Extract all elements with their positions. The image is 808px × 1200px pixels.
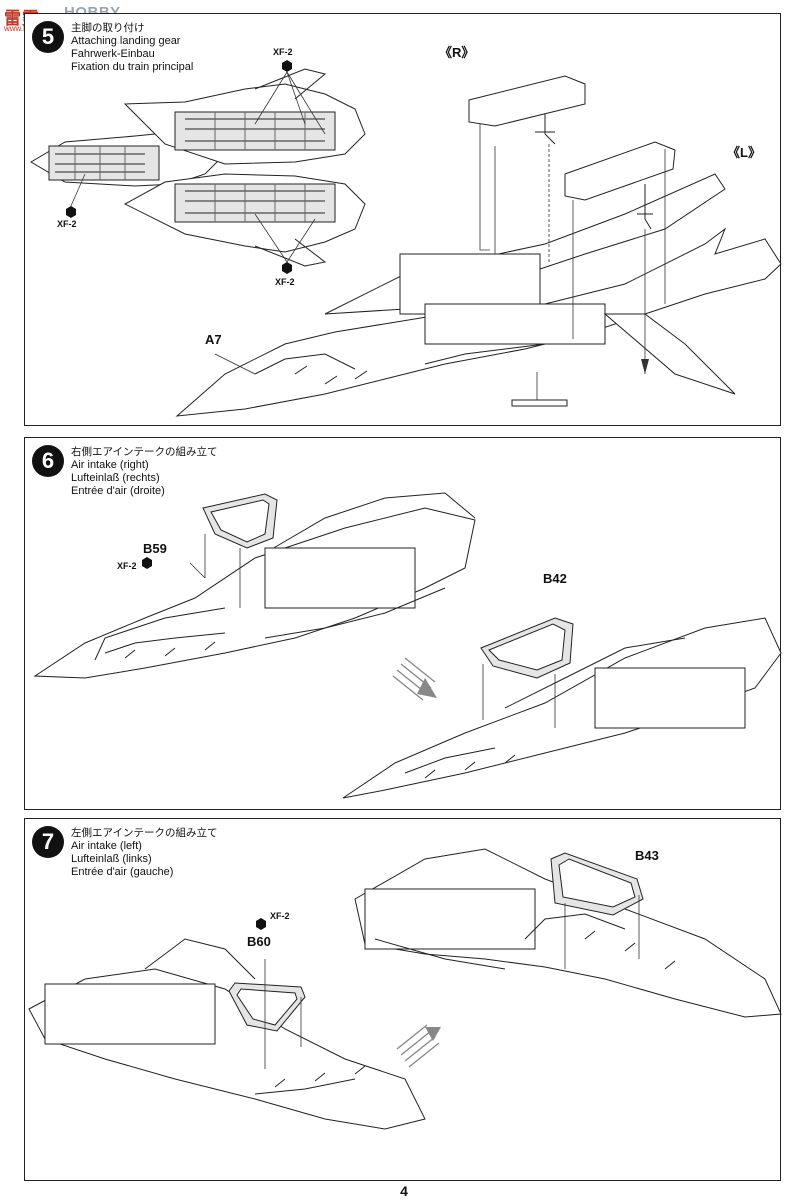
step-6-title-de: Lufteinlaß (rechts) (71, 472, 160, 484)
part-label-a7: A7 (205, 332, 222, 347)
part-label-b60: B60 (247, 934, 271, 949)
aircraft-nose-right-icon (342, 617, 782, 799)
step-5-illustration (30, 60, 782, 417)
aircraft-nose-right-icon (354, 848, 782, 1018)
step-7-illustration (28, 848, 782, 1130)
step-5-title-de: Fahrwerk-Einbau (71, 48, 155, 60)
assembly-arrows (189, 534, 241, 608)
step-7-title-de: Lufteinlaß (links) (71, 853, 152, 865)
step-6-titles: 右側エアインテークの組み立て Air intake (right) Luftei… (71, 446, 217, 498)
aircraft-nose-left-icon (28, 938, 426, 1130)
part-label-l: 《L》 (727, 145, 761, 160)
step-6-title-fr: Entrée d'air (droite) (71, 485, 165, 497)
intake-part-b43-icon (550, 852, 644, 916)
intake-part-b59-icon (202, 493, 278, 549)
aircraft-nose-left-icon (33, 492, 476, 679)
page-number: 4 (400, 1183, 408, 1199)
step-5-panel: 5 主脚の取り付け Attaching landing gear Fahrwer… (24, 13, 782, 426)
leader-lines (70, 71, 326, 263)
paint-marker-icon (256, 918, 266, 930)
intake-part-b60-icon (228, 982, 306, 1032)
intake-part-b42-icon (480, 617, 574, 679)
part-label-b59: B59 (143, 541, 167, 556)
part-label-r: 《R》 (439, 45, 475, 60)
step-5-title-fr: Fixation du train principal (71, 61, 194, 73)
step-5-title-en: Attaching landing gear (71, 35, 181, 47)
paint-marker-icon (142, 557, 152, 569)
step-5-title-jp: 主脚の取り付け (71, 22, 145, 34)
step-7-titles: 左側エアインテークの組み立て Air intake (left) Luftein… (71, 827, 217, 879)
assembly-arrows (564, 895, 640, 969)
paint-label-xf2-bottom: XF-2 (275, 277, 295, 287)
detail-part-icon (511, 372, 568, 407)
paint-label-xf2: XF-2 (117, 561, 137, 571)
part-label-b43: B43 (635, 848, 659, 863)
paint-label-xf2: XF-2 (270, 911, 290, 921)
step-5-badge: 5 (32, 21, 64, 53)
step-7-title-en: Air intake (left) (71, 840, 142, 852)
paint-marker-icon (66, 60, 292, 274)
aircraft-side-view-icon (175, 173, 782, 417)
step-6-title-jp: 右側エアインテークの組み立て (71, 446, 218, 458)
underside-view-lower-icon (123, 173, 366, 267)
part-label-b42: B42 (543, 571, 567, 586)
step-6-badge: 6 (32, 445, 64, 477)
underside-view-upper-icon (123, 68, 366, 165)
assembly-arrows (264, 959, 302, 1069)
gear-door-right-icon (468, 75, 586, 145)
step-7-title-fr: Entrée d'air (gauche) (71, 866, 174, 878)
sequence-arrow-icon (392, 657, 437, 701)
paint-label-xf2-left: XF-2 (57, 219, 77, 229)
assembly-arrows (479, 124, 666, 374)
step-6-panel: 6 右側エアインテークの組み立て Air intake (right) Luft… (24, 437, 782, 810)
a7-leader (214, 353, 256, 375)
assembly-arrows (482, 664, 556, 728)
step-7-badge: 7 (32, 826, 64, 858)
step-7-panel: 7 左側エアインテークの組み立て Air intake (left) Lufte… (24, 818, 782, 1181)
sequence-arrow-icon (396, 1024, 441, 1068)
step-6-title-en: Air intake (right) (71, 459, 149, 471)
step-5-titles: 主脚の取り付け Attaching landing gear Fahrwerk-… (71, 22, 193, 74)
step-7-title-jp: 左側エアインテークの組み立て (71, 827, 218, 839)
gear-door-left-icon (564, 141, 676, 230)
step-6-illustration (33, 492, 782, 799)
paint-label-xf2-top: XF-2 (273, 47, 293, 57)
